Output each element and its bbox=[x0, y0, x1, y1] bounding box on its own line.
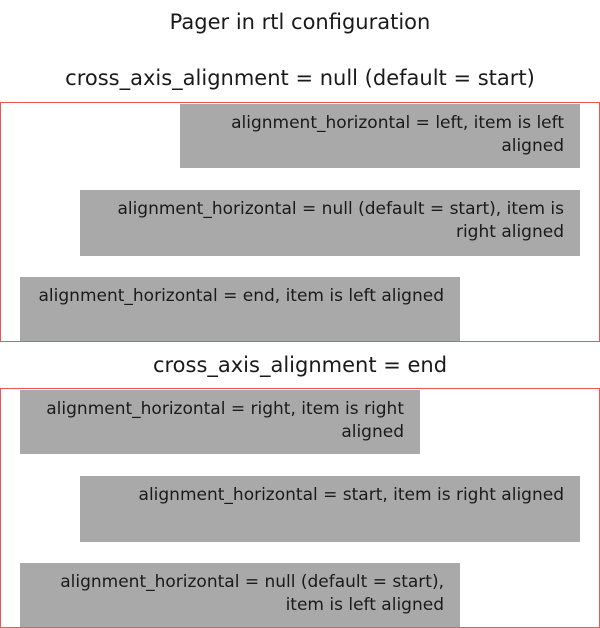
pager-item-6[interactable]: alignment_horizontal = null (default = s… bbox=[20, 563, 460, 627]
pager-item-2[interactable]: alignment_horizontal = null (default = s… bbox=[80, 190, 580, 256]
pager-item-3[interactable]: alignment_horizontal = end, item is left… bbox=[20, 277, 460, 341]
pager-item-2-label: alignment_horizontal = null (default = s… bbox=[117, 199, 564, 242]
pager-item-5[interactable]: alignment_horizontal = start, item is ri… bbox=[80, 476, 580, 542]
pager-section-1[interactable]: alignment_horizontal = left, item is lef… bbox=[0, 102, 600, 342]
pager-item-5-label: alignment_horizontal = start, item is ri… bbox=[138, 485, 564, 505]
pager-item-6-label: alignment_horizontal = null (default = s… bbox=[60, 572, 444, 615]
pager-item-1-label: alignment_horizontal = left, item is lef… bbox=[231, 113, 564, 156]
pager-item-1[interactable]: alignment_horizontal = left, item is lef… bbox=[180, 104, 580, 168]
pager-item-4[interactable]: alignment_horizontal = right, item is ri… bbox=[20, 390, 420, 454]
pager-item-3-label: alignment_horizontal = end, item is left… bbox=[38, 286, 444, 306]
page-title: Pager in rtl configuration bbox=[169, 10, 431, 34]
pager-item-4-label: alignment_horizontal = right, item is ri… bbox=[46, 399, 404, 442]
section-1-heading: cross_axis_alignment = null (default = s… bbox=[65, 66, 535, 90]
section-2-heading: cross_axis_alignment = end bbox=[152, 353, 448, 377]
pager-section-2[interactable]: alignment_horizontal = right, item is ri… bbox=[0, 388, 600, 628]
